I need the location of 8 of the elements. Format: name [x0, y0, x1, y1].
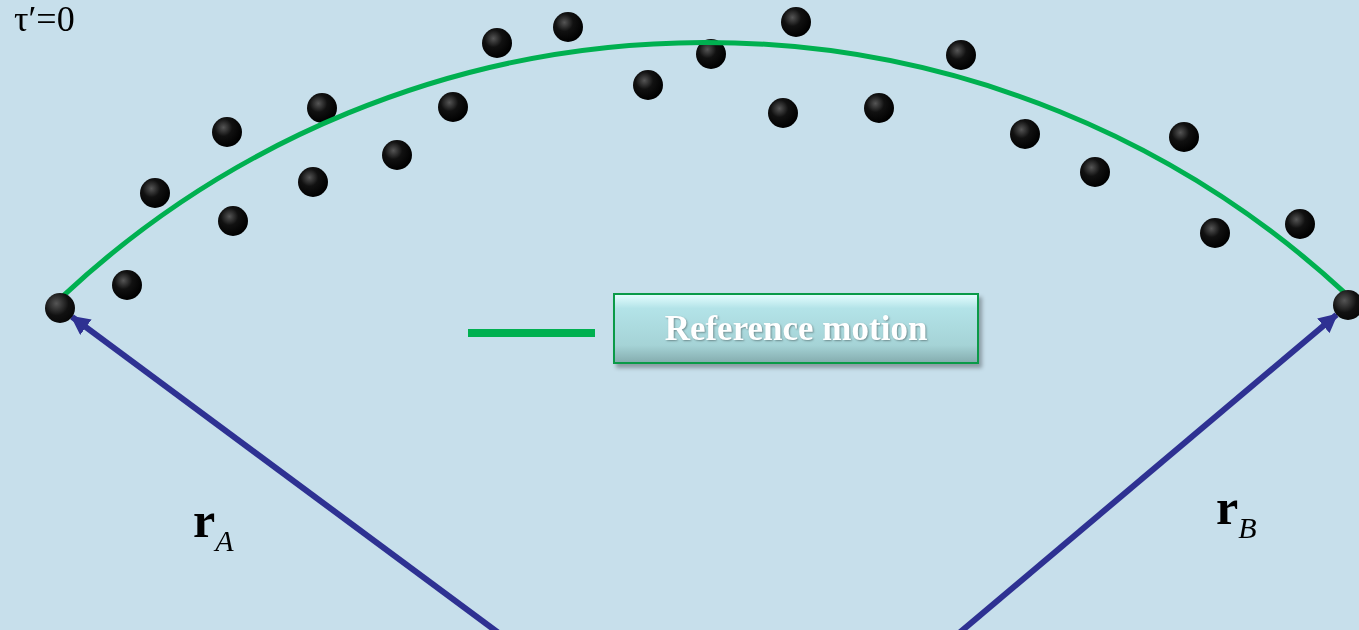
- particle-dot: [1333, 290, 1359, 320]
- edge-label: r$_{A}$: [193, 495, 234, 556]
- time-label: τ′=0: [14, 0, 75, 40]
- edge-label: r$_{B}$: [1216, 482, 1257, 543]
- vector-arrow: [70, 314, 502, 630]
- vector-arrow: [956, 312, 1339, 630]
- legend-text: Reference motion: [664, 308, 928, 349]
- particle-dot: [45, 293, 75, 323]
